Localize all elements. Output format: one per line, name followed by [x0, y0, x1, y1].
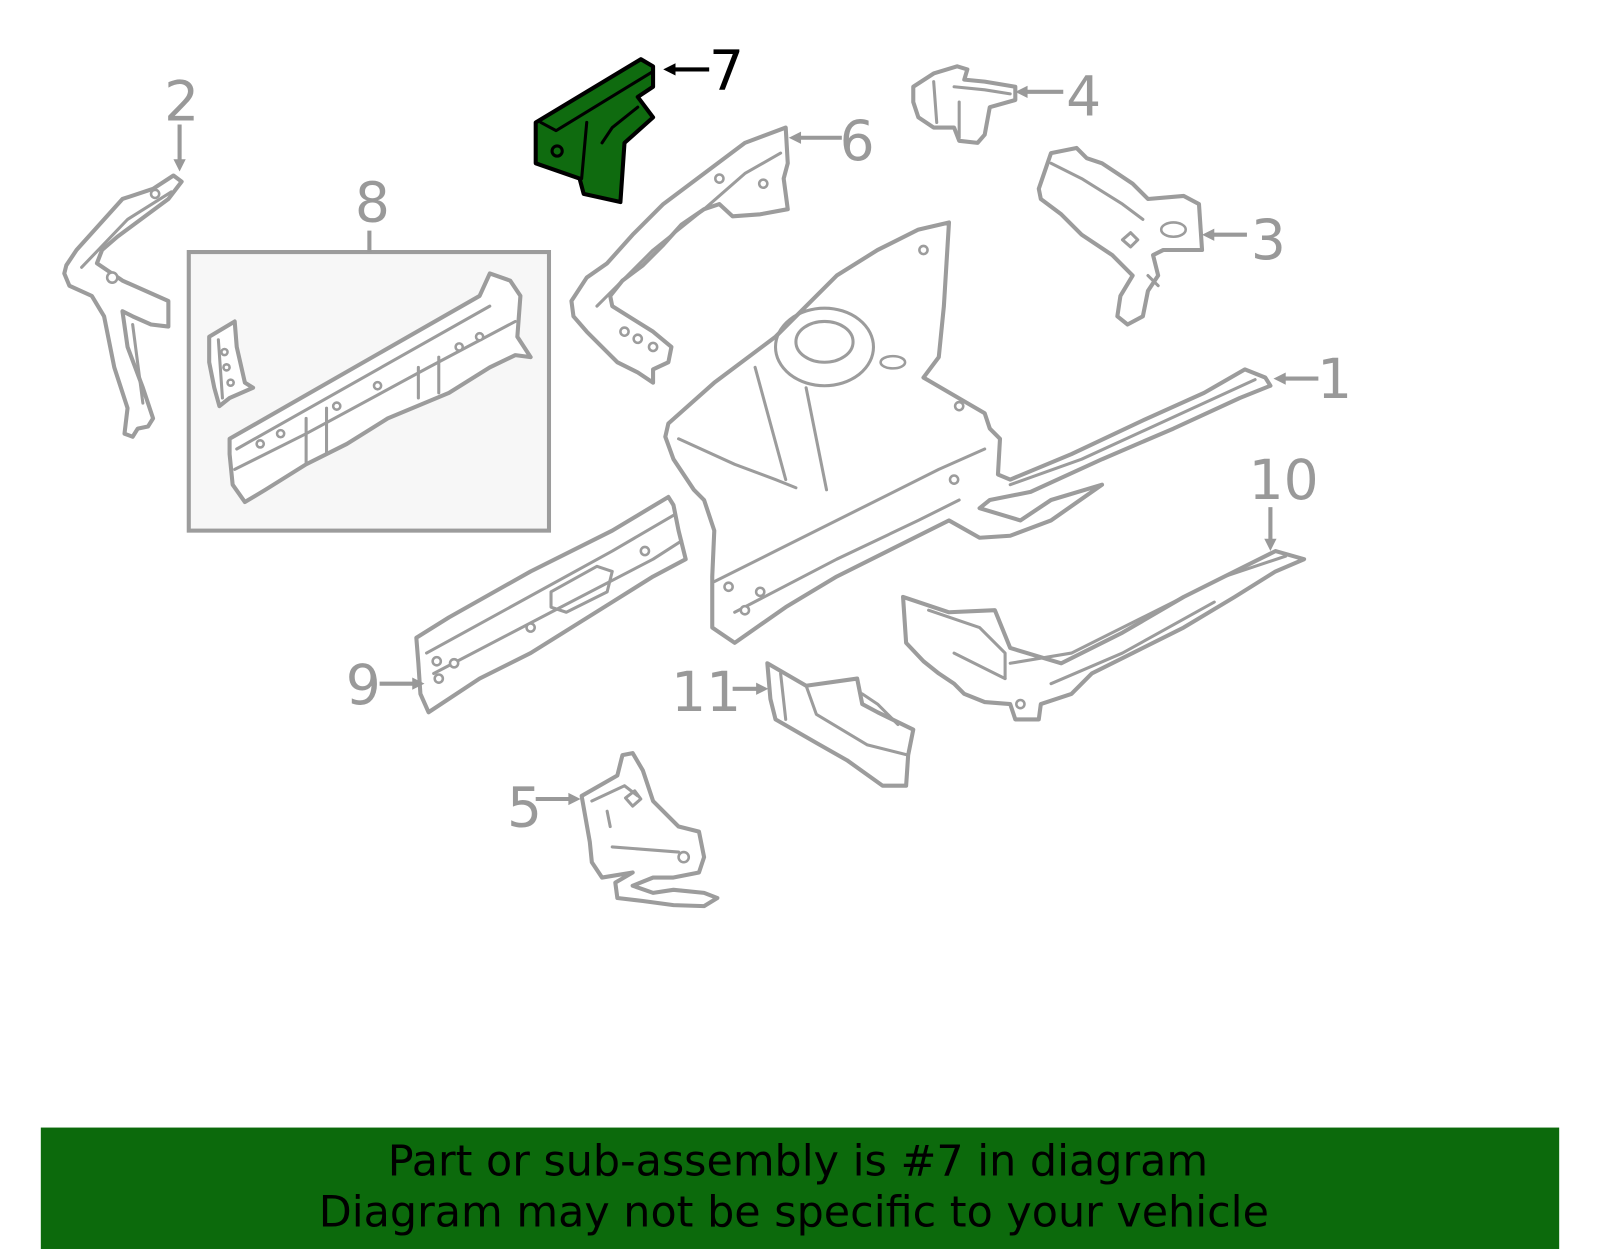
callout-arrow-5 [535, 792, 581, 806]
callout-label-9: 9 [346, 653, 381, 717]
part-8-small-piece [207, 319, 256, 409]
callout-label-4: 4 [1066, 64, 1101, 128]
callout-arrow-7 [663, 63, 710, 76]
part-4 [911, 64, 1018, 145]
callout-arrow-11 [732, 682, 769, 695]
callout-label-10: 10 [1249, 448, 1319, 512]
part-2 [62, 173, 184, 439]
callout-label-11: 11 [671, 660, 741, 724]
callout-arrow-6 [788, 131, 842, 144]
callout-arrow-1 [1273, 372, 1319, 385]
callout-label-6: 6 [840, 109, 875, 173]
callout-arrow-4 [1015, 85, 1064, 98]
part-8-group-box [186, 250, 552, 533]
part-9 [414, 494, 688, 715]
info-banner-background [40, 1127, 1560, 1249]
callout-label-2: 2 [164, 69, 199, 133]
part-10 [901, 548, 1307, 722]
info-banner-line-1: Part or sub-assembly is #7 in diagram [388, 1137, 1208, 1187]
callout-arrow-9 [379, 677, 425, 690]
part-5 [579, 751, 720, 909]
info-banner-line-2: Diagram may not be specific to your vehi… [319, 1188, 1269, 1238]
callout-arrow-3 [1202, 228, 1247, 241]
callout-arrow-10 [1264, 507, 1277, 552]
callout-label-5: 5 [507, 776, 542, 840]
part-11 [765, 661, 916, 788]
part-7-highlighted [533, 57, 656, 205]
callout-label-8: 8 [355, 170, 390, 234]
part-3 [1036, 145, 1205, 327]
callout-label-7-highlighted: 7 [709, 39, 744, 103]
info-banner: Part or sub-assembly is #7 in diagram Di… [40, 1127, 1560, 1249]
part-8-rail [227, 271, 533, 505]
callout-arrow-2 [173, 124, 186, 172]
callout-label-1: 1 [1317, 347, 1352, 411]
part-6 [569, 125, 790, 385]
part-1 [663, 220, 1273, 645]
callout-label-3: 3 [1251, 208, 1286, 272]
